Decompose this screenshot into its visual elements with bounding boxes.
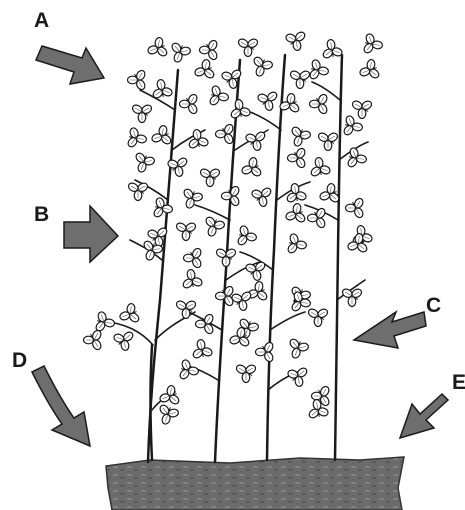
leaf xyxy=(284,145,313,172)
leaf xyxy=(286,124,313,149)
leaf xyxy=(156,383,181,410)
leaf xyxy=(166,40,193,65)
leaf xyxy=(218,63,247,92)
leaf xyxy=(248,181,277,210)
leaf xyxy=(126,126,149,151)
leaf xyxy=(362,32,385,57)
leaf xyxy=(342,195,371,222)
leaf xyxy=(233,31,260,60)
leaf xyxy=(218,183,247,210)
leaf xyxy=(211,241,238,270)
leaf xyxy=(284,361,313,390)
leaf xyxy=(196,37,225,64)
leaf xyxy=(227,98,252,121)
arrow-b xyxy=(64,206,118,262)
arrow-d xyxy=(32,366,90,446)
leaf xyxy=(191,57,216,84)
leaf xyxy=(254,85,283,114)
leaf xyxy=(152,196,175,221)
leaf xyxy=(179,268,204,291)
label-e: E xyxy=(452,372,465,393)
leaf xyxy=(110,325,139,354)
leaf xyxy=(285,63,312,92)
leaf xyxy=(307,156,332,179)
arrow-c xyxy=(354,312,426,348)
leaf xyxy=(178,358,201,383)
leaf xyxy=(319,38,344,61)
soil-block xyxy=(106,457,404,510)
label-b: B xyxy=(34,204,49,225)
leaf xyxy=(248,54,275,79)
leaf xyxy=(189,338,214,361)
leaf xyxy=(124,67,153,94)
leaf xyxy=(242,125,271,154)
label-a: A xyxy=(34,10,49,31)
leaf xyxy=(176,91,205,118)
leaf xyxy=(180,245,209,272)
arrow-e xyxy=(400,394,448,438)
leaf xyxy=(236,224,259,249)
leaf xyxy=(200,214,227,239)
leaf xyxy=(346,146,369,171)
leaf xyxy=(154,402,181,427)
leaf xyxy=(130,150,157,175)
leaf xyxy=(282,25,311,54)
leaf xyxy=(337,281,364,310)
leaf xyxy=(127,97,154,126)
leaf xyxy=(231,357,258,386)
label-c: C xyxy=(426,295,441,316)
leaf xyxy=(308,58,331,83)
arrow-a xyxy=(36,46,104,84)
leaf xyxy=(148,123,173,150)
leaf xyxy=(123,175,150,204)
leaf xyxy=(286,232,309,257)
leaf xyxy=(304,205,333,232)
leaf xyxy=(80,327,109,354)
leaf xyxy=(171,215,198,244)
leaf xyxy=(356,57,381,84)
leaf xyxy=(144,35,169,62)
leaf xyxy=(282,201,307,228)
label-d: D xyxy=(12,350,27,371)
leaf xyxy=(306,91,335,118)
leaf xyxy=(195,161,222,190)
leaf xyxy=(208,84,231,109)
leaf xyxy=(308,383,337,410)
leaf xyxy=(252,339,281,366)
leaf xyxy=(171,293,198,322)
leaf xyxy=(313,125,340,154)
leaf xyxy=(284,336,311,361)
leaf xyxy=(238,155,263,182)
